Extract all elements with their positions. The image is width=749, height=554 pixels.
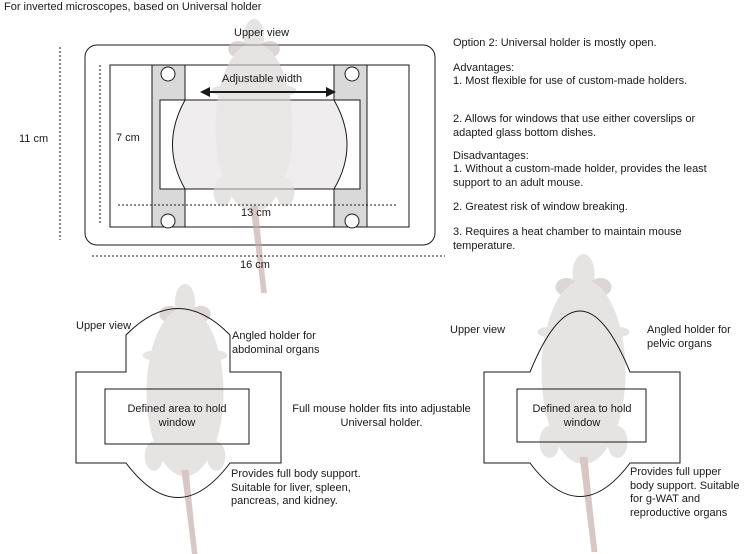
left-holder-type-label: Angled holder for abdominal organs xyxy=(232,330,320,356)
left-holder-outline xyxy=(75,308,282,498)
top-view-label: Upper view xyxy=(234,27,290,39)
advantage-item: 2. Allows for windows that use either co… xyxy=(453,113,696,139)
dim-label-11cm: 11 cm xyxy=(19,133,49,145)
dim-label-16cm: 16 cm xyxy=(240,259,270,271)
dim-label-13cm: 13 cm xyxy=(241,207,271,219)
middle-note: Full mouse holder fits into adjustable U… xyxy=(292,403,471,429)
disadvantage-item: 1. Without a custom-made holder, provide… xyxy=(453,163,707,189)
disadvantages-title: Disadvantages: xyxy=(453,150,529,162)
left-window-area xyxy=(104,388,250,445)
screw-bottom-left xyxy=(160,213,176,229)
right-window-area xyxy=(516,388,647,443)
arrow-head-right xyxy=(326,87,336,97)
disadvantage-item: 2. Greatest risk of window breaking. xyxy=(453,201,628,213)
disadvantage-item: 3. Requires a heat chamber to maintain m… xyxy=(453,226,682,252)
advantages-title: Advantages: xyxy=(453,62,515,74)
left-window-label: Defined area to hold window xyxy=(127,403,227,429)
right-holder-outline xyxy=(483,310,681,497)
screw-top-right xyxy=(344,66,360,82)
screw-bottom-right xyxy=(344,213,360,229)
figure-header: For inverted microscopes, based on Unive… xyxy=(4,1,262,13)
option-title: Option 2: Universal holder is mostly ope… xyxy=(453,37,657,49)
dim-label-7cm: 7 cm xyxy=(116,132,140,144)
advantage-item: 1. Most flexible for use of custom-made … xyxy=(453,75,688,87)
right-view-label: Upper view xyxy=(450,324,506,336)
right-holder-type-label: Angled holder for pelvic organs xyxy=(647,324,731,350)
arrow-head-left xyxy=(200,87,210,97)
right-support-text: Provides full upper body support. Suitab… xyxy=(630,466,740,519)
screw-top-left xyxy=(160,66,176,82)
adjustable-width-label: Adjustable width xyxy=(222,73,303,85)
left-view-label: Upper view xyxy=(76,320,132,332)
right-window-label: Defined area to hold window xyxy=(532,403,632,429)
left-support-text: Provides full body support. Suitable for… xyxy=(231,468,361,507)
